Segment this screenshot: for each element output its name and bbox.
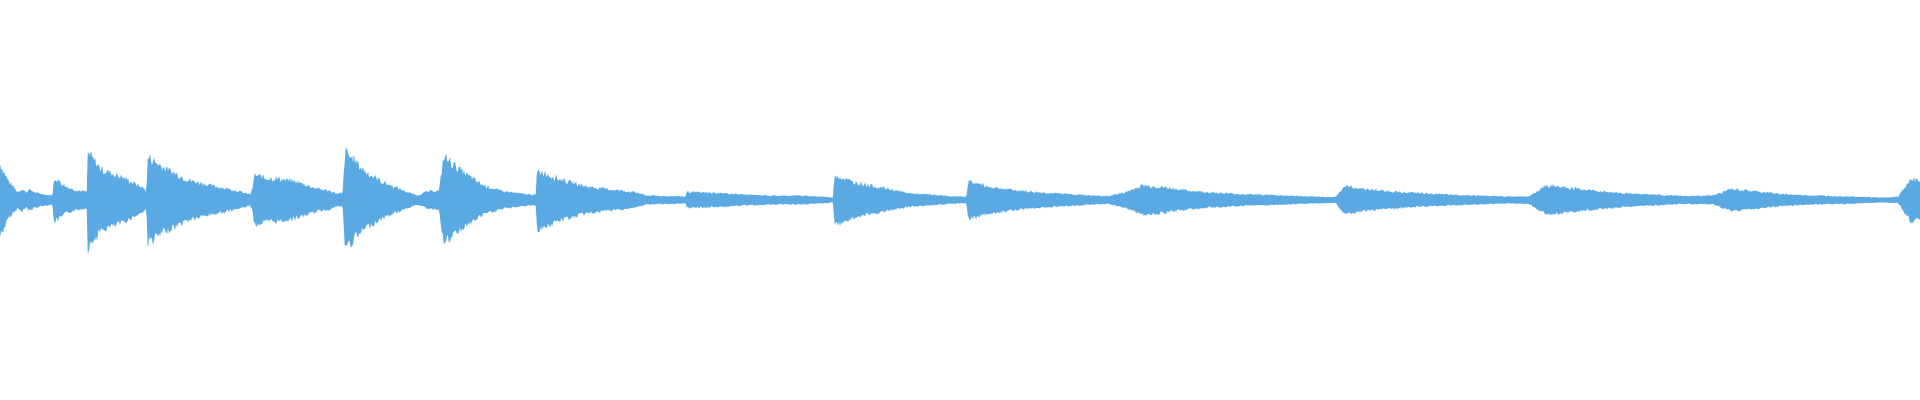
waveform-shape	[0, 147, 1920, 253]
